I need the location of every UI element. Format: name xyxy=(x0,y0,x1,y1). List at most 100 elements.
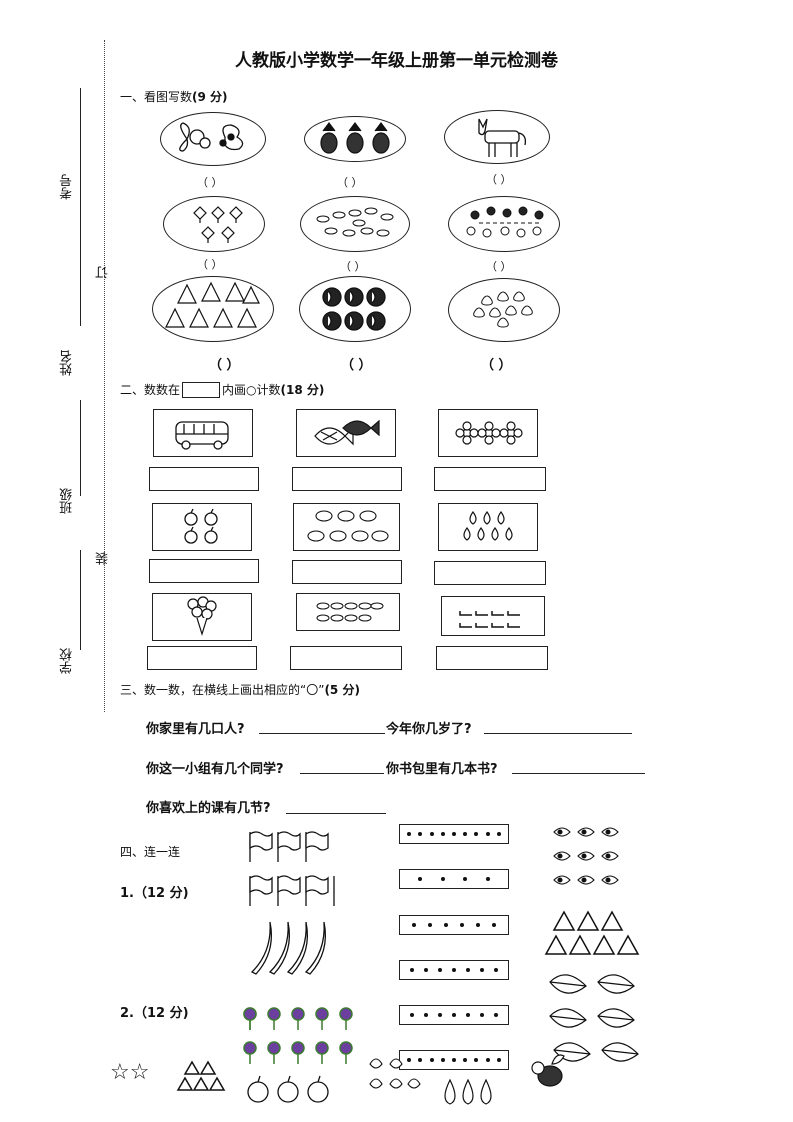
duck-icon xyxy=(459,611,520,628)
answer-paren-8[interactable]: （ ） xyxy=(341,358,372,373)
answer-box-3[interactable] xyxy=(434,467,546,491)
dot-mark xyxy=(444,923,448,927)
apple-icon xyxy=(184,508,218,544)
inline-box-icon xyxy=(182,381,221,398)
picture-box-bus xyxy=(153,409,253,457)
dot-card-2[interactable] xyxy=(399,869,509,889)
answer-box-6[interactable] xyxy=(434,561,546,585)
answer-box-5[interactable] xyxy=(292,560,402,584)
side-label-kaohao: 考号 xyxy=(60,174,75,200)
answer-paren-2[interactable]: （ ） xyxy=(337,176,363,189)
pear-icon xyxy=(463,510,513,541)
answer-box-9[interactable] xyxy=(436,646,548,670)
question-family: 你家里有几口人? xyxy=(146,722,245,737)
shell-icon xyxy=(165,281,260,328)
dot-card-3[interactable] xyxy=(399,915,509,935)
dot-mark xyxy=(476,923,480,927)
dot-mark xyxy=(460,923,464,927)
dot-mark xyxy=(452,1013,456,1017)
oval-donkey xyxy=(444,110,550,164)
oval-fishes xyxy=(300,196,410,252)
answer-paren-1[interactable]: （ ） xyxy=(197,176,223,189)
picture-box-fish xyxy=(296,409,396,457)
dot-mark xyxy=(492,923,496,927)
dot-mark xyxy=(440,877,445,881)
dot-card-4[interactable] xyxy=(399,960,509,980)
answer-line-age[interactable] xyxy=(484,733,632,734)
oval-pineapples xyxy=(304,116,406,162)
answer-paren-4[interactable]: （ ） xyxy=(197,258,223,271)
pear-row-icon xyxy=(444,1078,492,1105)
dot-mark xyxy=(485,877,490,881)
dot-mark xyxy=(424,968,428,972)
side-line-kaohao xyxy=(80,88,81,326)
dot-mark xyxy=(429,1058,434,1062)
dot-mark xyxy=(438,1013,442,1017)
answer-line-group[interactable] xyxy=(300,773,384,774)
oval-flowers xyxy=(163,196,265,252)
fish-group-icon xyxy=(316,602,384,622)
side-label-xuexiao: 学校 xyxy=(60,648,75,674)
dot-mark xyxy=(496,832,501,836)
bubble-icon xyxy=(473,291,533,328)
dot-mark xyxy=(440,1058,445,1062)
pineapple-icon xyxy=(320,122,390,154)
answer-box-7[interactable] xyxy=(147,646,257,670)
dot-mark xyxy=(485,1058,490,1062)
fish-pair-icon xyxy=(314,419,380,446)
side-label-ding: 订 xyxy=(96,266,111,279)
section4-heading: 四、连一连 xyxy=(120,845,181,859)
apple-row-icon xyxy=(247,1075,329,1103)
dot-mark xyxy=(418,877,423,881)
butterfly-icon xyxy=(179,122,244,152)
dot-mark xyxy=(407,832,412,836)
answer-box-4[interactable] xyxy=(149,559,259,583)
answer-line-family[interactable] xyxy=(259,733,385,734)
answer-paren-5[interactable]: （ ） xyxy=(340,260,366,273)
question-age: 今年你几岁了? xyxy=(386,722,472,737)
dot-card-1[interactable] xyxy=(399,824,509,844)
dot-mark xyxy=(494,1013,498,1017)
dot-mark xyxy=(424,1013,428,1017)
dot-mark xyxy=(407,1058,412,1062)
banana-icon xyxy=(250,921,327,975)
picture-box-fish-group xyxy=(296,593,400,631)
balloon-icon xyxy=(187,596,217,637)
picture-box-ducks xyxy=(441,596,545,636)
part2-label: 2.（12 分) xyxy=(120,1006,189,1021)
dot-mark xyxy=(451,832,456,836)
binding-dotted-line xyxy=(104,40,105,712)
picture-box-chickens xyxy=(293,503,400,551)
donkey-icon xyxy=(478,118,527,157)
dot-card-5[interactable] xyxy=(399,1005,509,1025)
answer-box-2[interactable] xyxy=(292,467,402,491)
flower-row-icon xyxy=(455,421,523,445)
dot-mark xyxy=(466,968,470,972)
section2-heading: 二、数数在 内画○计数(18 分) xyxy=(120,381,325,398)
answer-box-1[interactable] xyxy=(149,467,259,491)
dot-mark xyxy=(410,968,414,972)
dot-mark xyxy=(429,832,434,836)
dot-mark xyxy=(418,832,423,836)
dot-mark xyxy=(494,968,498,972)
answer-line-classes[interactable] xyxy=(286,813,386,814)
answer-paren-9[interactable]: （ ） xyxy=(481,358,512,373)
people-icon xyxy=(466,206,544,238)
dot-mark xyxy=(496,1058,501,1062)
picture-box-pears xyxy=(438,503,538,551)
picture-box-flowers xyxy=(438,409,538,457)
peach-icon xyxy=(369,1058,421,1089)
bus-icon xyxy=(175,421,229,450)
part1-label: 1.（12 分) xyxy=(120,886,189,901)
dot-mark xyxy=(480,968,484,972)
picture-box-balloons xyxy=(152,593,252,641)
answer-paren-7[interactable]: （ ） xyxy=(209,358,240,373)
answer-paren-3[interactable]: （ ） xyxy=(486,173,512,186)
answer-paren-6[interactable]: （ ） xyxy=(486,260,512,273)
oval-bubbles xyxy=(448,278,560,342)
answer-box-8[interactable] xyxy=(290,646,402,670)
dot-mark xyxy=(480,1013,484,1017)
bird-icon xyxy=(553,827,619,885)
question-classes: 你喜欢上的课有几节? xyxy=(146,801,271,816)
answer-line-books[interactable] xyxy=(512,773,645,774)
